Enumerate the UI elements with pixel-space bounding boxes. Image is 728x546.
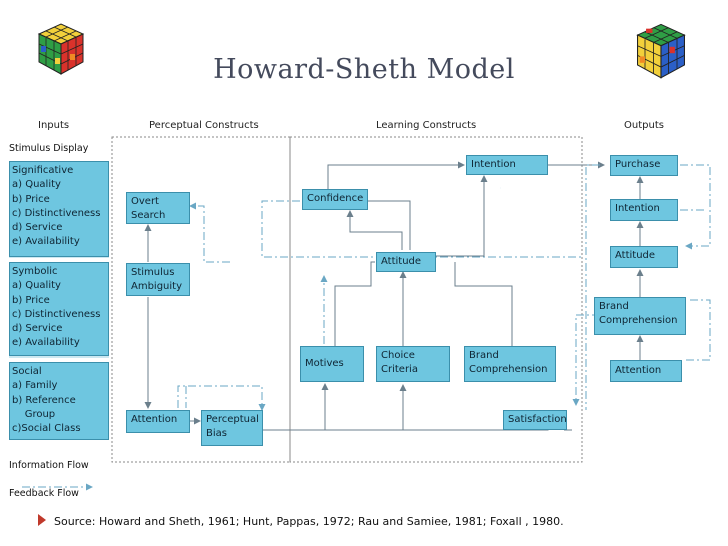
intention-box: Intention <box>466 155 548 175</box>
perceptual-bias-box: Perceptual Bias <box>201 410 263 446</box>
input-symbolic: Symbolic a) Quality b) Price c) Distinct… <box>9 262 109 356</box>
choice-criteria-box: Choice Criteria <box>376 346 450 382</box>
brand-comprehension-box: Brand Comprehension <box>464 346 556 382</box>
rubiks-cube-icon-left <box>37 23 85 75</box>
stimulus-ambiguity-box: Stimulus Ambiguity <box>126 263 190 296</box>
output-brand-comprehension-box: Brand Comprehension <box>594 297 686 335</box>
rubiks-cube-icon-right <box>636 23 686 79</box>
attention-box: Attention <box>126 410 190 433</box>
input-significative: Significative a) Quality b) Price c) Dis… <box>9 161 109 257</box>
column-heading-outputs: Outputs <box>624 120 664 131</box>
stimulus-display-label: Stimulus Display <box>9 143 89 154</box>
output-attitude-box: Attitude <box>610 246 678 268</box>
output-purchase-box: Purchase <box>610 155 678 176</box>
page-title: Howard-Sheth Model <box>213 54 515 85</box>
column-heading-inputs: Inputs <box>38 120 70 131</box>
legend-feedback-flow: Feedback Flow <box>9 488 79 499</box>
satisfaction-box: Satisfaction <box>503 410 567 430</box>
overt-search-box: Overt Search <box>126 192 190 224</box>
confidence-box: Confidence <box>302 189 368 210</box>
output-intention-box: Intention <box>610 199 678 221</box>
attitude-box: Attitude <box>376 252 436 272</box>
input-social: Social a) Family b) Reference Group c)So… <box>9 362 109 440</box>
column-heading-learning: Learning Constructs <box>376 120 477 131</box>
motives-box: Motives <box>300 346 364 382</box>
legend-information-flow: Information Flow <box>9 460 89 471</box>
output-attention-box: Attention <box>610 360 682 382</box>
column-heading-perceptual: Perceptual Constructs <box>149 120 259 131</box>
source-citation: Source: Howard and Sheth, 1961; Hunt, Pa… <box>54 515 564 528</box>
